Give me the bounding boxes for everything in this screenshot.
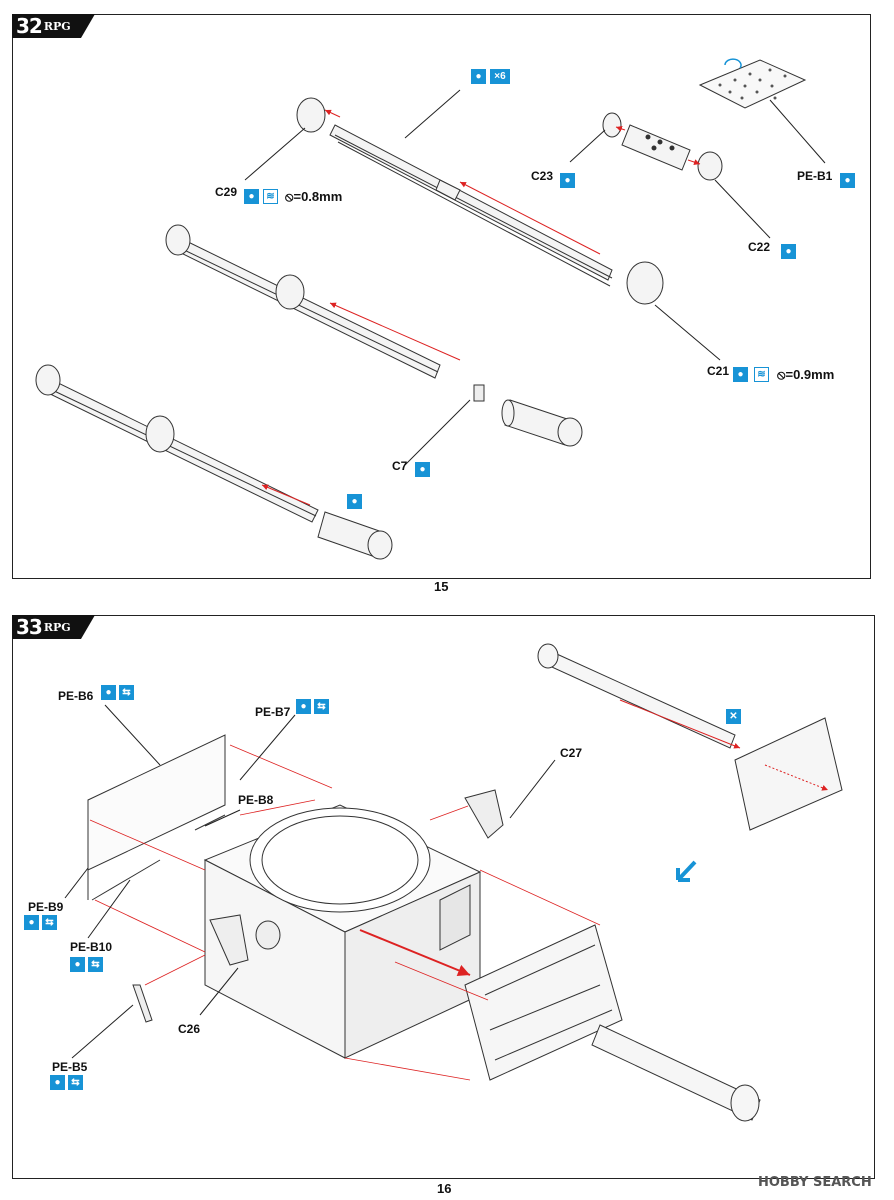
leader-lines-32 xyxy=(244,89,826,466)
fold-bend-icon: ⇆ xyxy=(42,915,57,930)
glue-drop-icon: ● xyxy=(50,1075,65,1090)
step-number: 33 xyxy=(16,615,43,639)
gun-mount-large xyxy=(464,924,761,1122)
arrow xyxy=(687,159,701,165)
file-icon: ≋ xyxy=(263,189,278,204)
part-c27 xyxy=(464,789,504,839)
glue-drop-icon: ● xyxy=(471,69,486,84)
arrow xyxy=(459,181,601,255)
arrow xyxy=(615,126,626,132)
arrow xyxy=(764,764,829,791)
label-c29: C29 xyxy=(215,185,238,199)
muzzle-part-c23 xyxy=(602,112,723,181)
label-c21: C21 xyxy=(707,364,730,378)
label-pe-b6: PE-B6 xyxy=(58,689,94,703)
glue-drop-icon: ● xyxy=(560,173,575,188)
part-pe-b5 xyxy=(132,984,153,1023)
barrel-assembly-3 xyxy=(35,364,393,560)
part-c26 xyxy=(209,914,281,966)
arrow xyxy=(261,484,311,506)
photo-etch-panels xyxy=(87,734,226,901)
label-c7: C7 xyxy=(392,459,408,473)
glue-drop-icon: ● xyxy=(347,494,362,509)
drill-note-c21: ⦸=0.9mm xyxy=(777,367,835,382)
fold-bend-icon: ⇆ xyxy=(68,1075,83,1090)
barrel-assembly-1 xyxy=(296,97,664,305)
label-pe-b9: PE-B9 xyxy=(28,900,64,914)
step-33-panel xyxy=(12,615,875,1179)
glue-drop-icon: ● xyxy=(244,189,259,204)
turret-box xyxy=(203,804,482,1059)
drill-note-c29: ⦸=0.8mm xyxy=(285,189,343,204)
step-32-badge: 32 RPG xyxy=(12,14,95,38)
fold-bend-icon: ⇆ xyxy=(314,699,329,714)
label-pe-b1: PE-B1 xyxy=(797,169,833,183)
watermark-logo: HOBBY SEARCH xyxy=(758,1175,872,1190)
label-pe-b5: PE-B5 xyxy=(52,1060,88,1074)
brand-logo: RPG xyxy=(43,620,71,634)
fold-bend-icon: ⇆ xyxy=(88,957,103,972)
glue-drop-icon: ● xyxy=(296,699,311,714)
label-c27: C27 xyxy=(560,746,583,760)
label-pe-b10: PE-B10 xyxy=(70,940,113,954)
label-c22: C22 xyxy=(748,240,771,254)
arrow xyxy=(619,699,741,749)
arrow xyxy=(329,302,461,361)
glue-drop-icon: ● xyxy=(415,462,430,477)
page-number: 16 xyxy=(437,1181,452,1196)
leader-lines-33 xyxy=(64,704,556,1059)
muzzle-cylinder xyxy=(501,399,583,447)
step-number: 32 xyxy=(16,14,43,38)
brand-logo: RPG xyxy=(43,19,71,33)
quantity-badge: ×6 xyxy=(490,69,510,84)
photo-etch-sheet xyxy=(698,58,807,109)
guide-lines-33 xyxy=(89,744,601,1081)
barrel-assembly-2 xyxy=(165,224,441,379)
page-number: 15 xyxy=(434,579,449,594)
label-c23: C23 xyxy=(531,169,554,183)
label-pe-b7: PE-B7 xyxy=(255,705,291,719)
step-33-badge: 33 RPG xyxy=(12,615,95,639)
no-glue-icon: ✕ xyxy=(726,709,741,724)
arrow xyxy=(324,109,341,118)
part-c7 xyxy=(473,384,485,402)
glue-drop-icon: ● xyxy=(24,915,39,930)
glue-drop-icon: ● xyxy=(101,685,116,700)
glue-drop-icon: ● xyxy=(781,244,796,259)
direction-arrow xyxy=(676,860,697,882)
glue-drop-icon: ● xyxy=(840,173,855,188)
glue-drop-icon: ● xyxy=(70,957,85,972)
step-32-panel xyxy=(12,14,871,579)
arrow xyxy=(359,929,471,977)
glue-drop-icon: ● xyxy=(733,367,748,382)
fold-bend-icon: ⇆ xyxy=(119,685,134,700)
label-pe-b8: PE-B8 xyxy=(238,793,274,807)
label-c26: C26 xyxy=(178,1022,201,1036)
file-icon: ≋ xyxy=(754,367,769,382)
